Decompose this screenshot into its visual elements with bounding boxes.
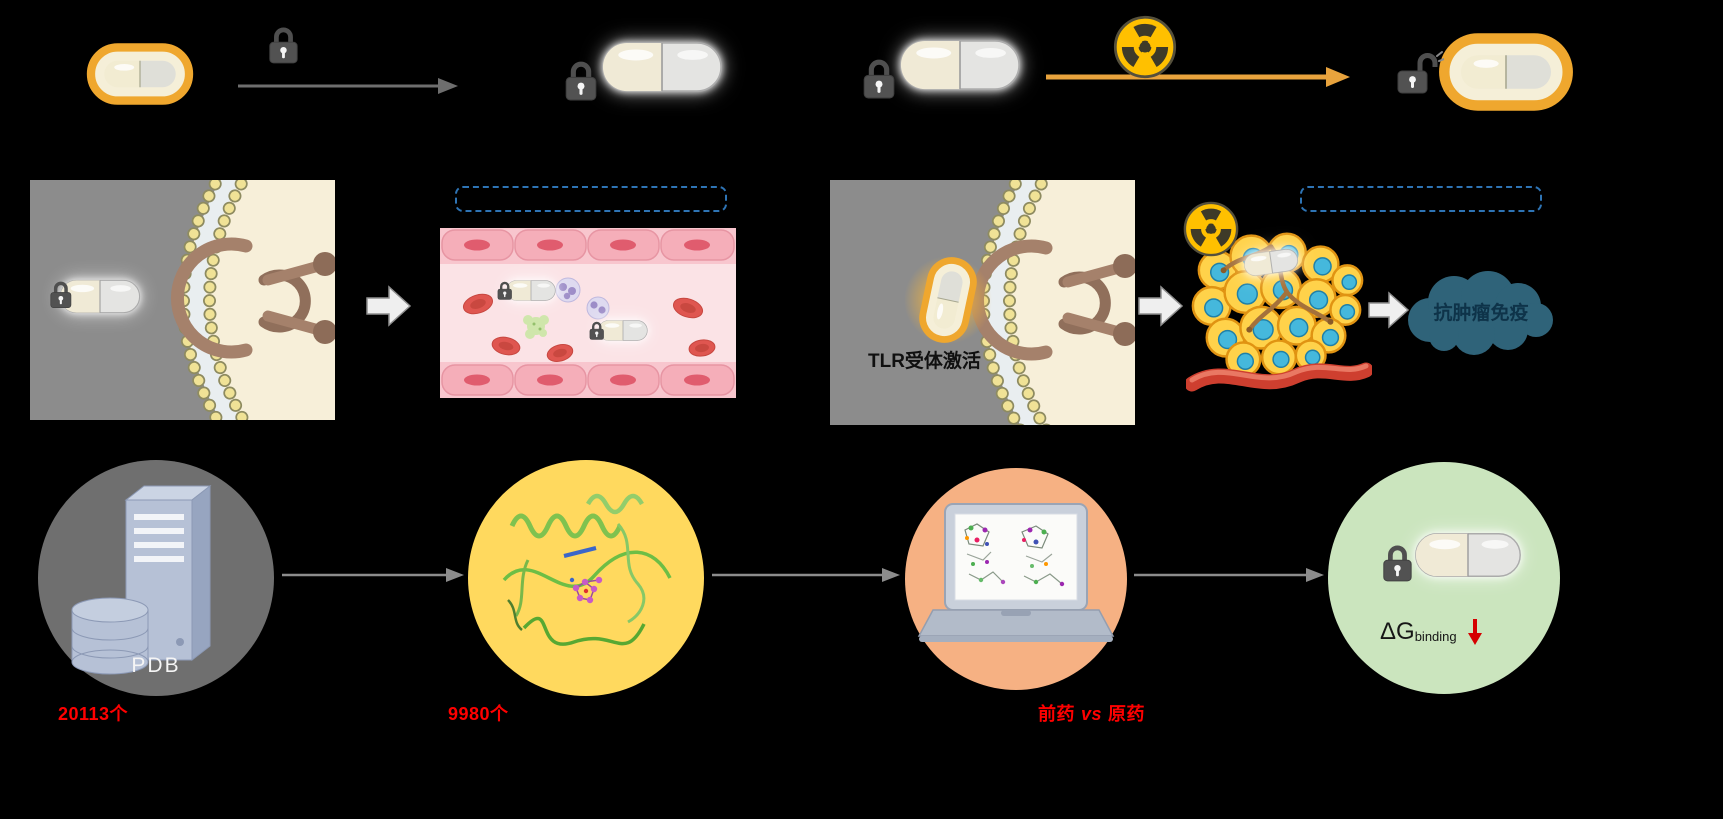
white-blood-cells (555, 277, 610, 320)
red-down-arrow-icon (1467, 619, 1482, 645)
pathogen-blob (523, 315, 549, 339)
tumor-cells (1191, 232, 1364, 378)
white-capsule-icon (894, 30, 1026, 100)
lock-open-icon (1396, 50, 1444, 96)
white-capsule-icon (506, 280, 556, 301)
gray-arrow (282, 568, 464, 582)
white-capsule-icon (59, 279, 141, 314)
gold-capsule-icon (86, 40, 194, 108)
gray-arrow (712, 568, 900, 582)
pdb-label: PDB (131, 654, 181, 677)
annotation-box-tumor (1300, 186, 1542, 212)
compare-parent: 原药 (1108, 704, 1146, 724)
ligand-cluster (569, 576, 603, 604)
compare-vs: vs (1081, 704, 1103, 724)
delta-g-main: ΔG (1380, 618, 1415, 645)
cloud-icon (1408, 271, 1553, 355)
locked-capsule-group (860, 30, 1028, 110)
hollow-arrow-right (1368, 291, 1410, 329)
red-blood-cells (462, 293, 716, 362)
vessel-wall-bottom (440, 362, 736, 398)
membrane-scene (49, 165, 337, 435)
immunity-cloud: 抗肿瘤免疫 (1402, 256, 1560, 360)
compare-prodrug: 前药 (1038, 704, 1075, 724)
lock-closed-icon (1380, 542, 1414, 584)
unlocked-capsule-group (1396, 28, 1576, 120)
tumor-blood-vessel (1186, 362, 1372, 392)
screened-count-label: 9980个 (448, 704, 509, 724)
blood-vessel-panel (440, 228, 736, 398)
tumor-group (1178, 192, 1378, 408)
delta-g-subscript: binding (1414, 629, 1457, 644)
protein-ribbon-icon (502, 493, 672, 646)
pdb-count-label: 20113个 (58, 704, 129, 724)
gold-arrow (1046, 67, 1350, 87)
hollow-arrow-right (1138, 285, 1184, 327)
protein-structure-circle (468, 460, 704, 696)
pdb-database-circle: PDB (38, 460, 274, 696)
white-capsule-icon (596, 32, 728, 102)
radiation-icon (1112, 14, 1178, 80)
blood-vessel-scene (440, 228, 736, 398)
gray-arrow (1134, 568, 1324, 582)
membrane-panel-locked (30, 165, 337, 435)
gold-capsule-icon (1438, 30, 1574, 114)
docking-screenshot (964, 523, 1065, 587)
antitumor-immunity-label: 抗肿瘤免疫 (1433, 302, 1529, 324)
hollow-arrow-right (366, 285, 412, 327)
docking-computation-circle (905, 468, 1127, 690)
white-capsule-icon (598, 320, 648, 341)
membrane-scene (904, 165, 1137, 440)
laptop-icon (917, 503, 1115, 642)
radiation-icon (1182, 200, 1240, 258)
tlr-activation-label: TLR受体激活 (868, 351, 981, 372)
lock-closed-icon (860, 56, 897, 101)
server-database-icon (71, 484, 212, 675)
vessel-wall-top (440, 228, 736, 264)
lock-closed-icon (562, 58, 599, 103)
gray-arrow (238, 78, 458, 94)
lock-closed-icon (266, 24, 300, 66)
locked-capsule-group (1380, 520, 1530, 595)
annotation-box-circulation (455, 186, 727, 212)
membrane-panel-activated: TLR受体激活 (830, 165, 1137, 440)
lipid-bilayer-membrane (977, 165, 1055, 440)
tlr-receptor-icon (171, 237, 337, 359)
locked-capsule-group (562, 32, 730, 112)
white-capsule-icon (1410, 524, 1526, 586)
